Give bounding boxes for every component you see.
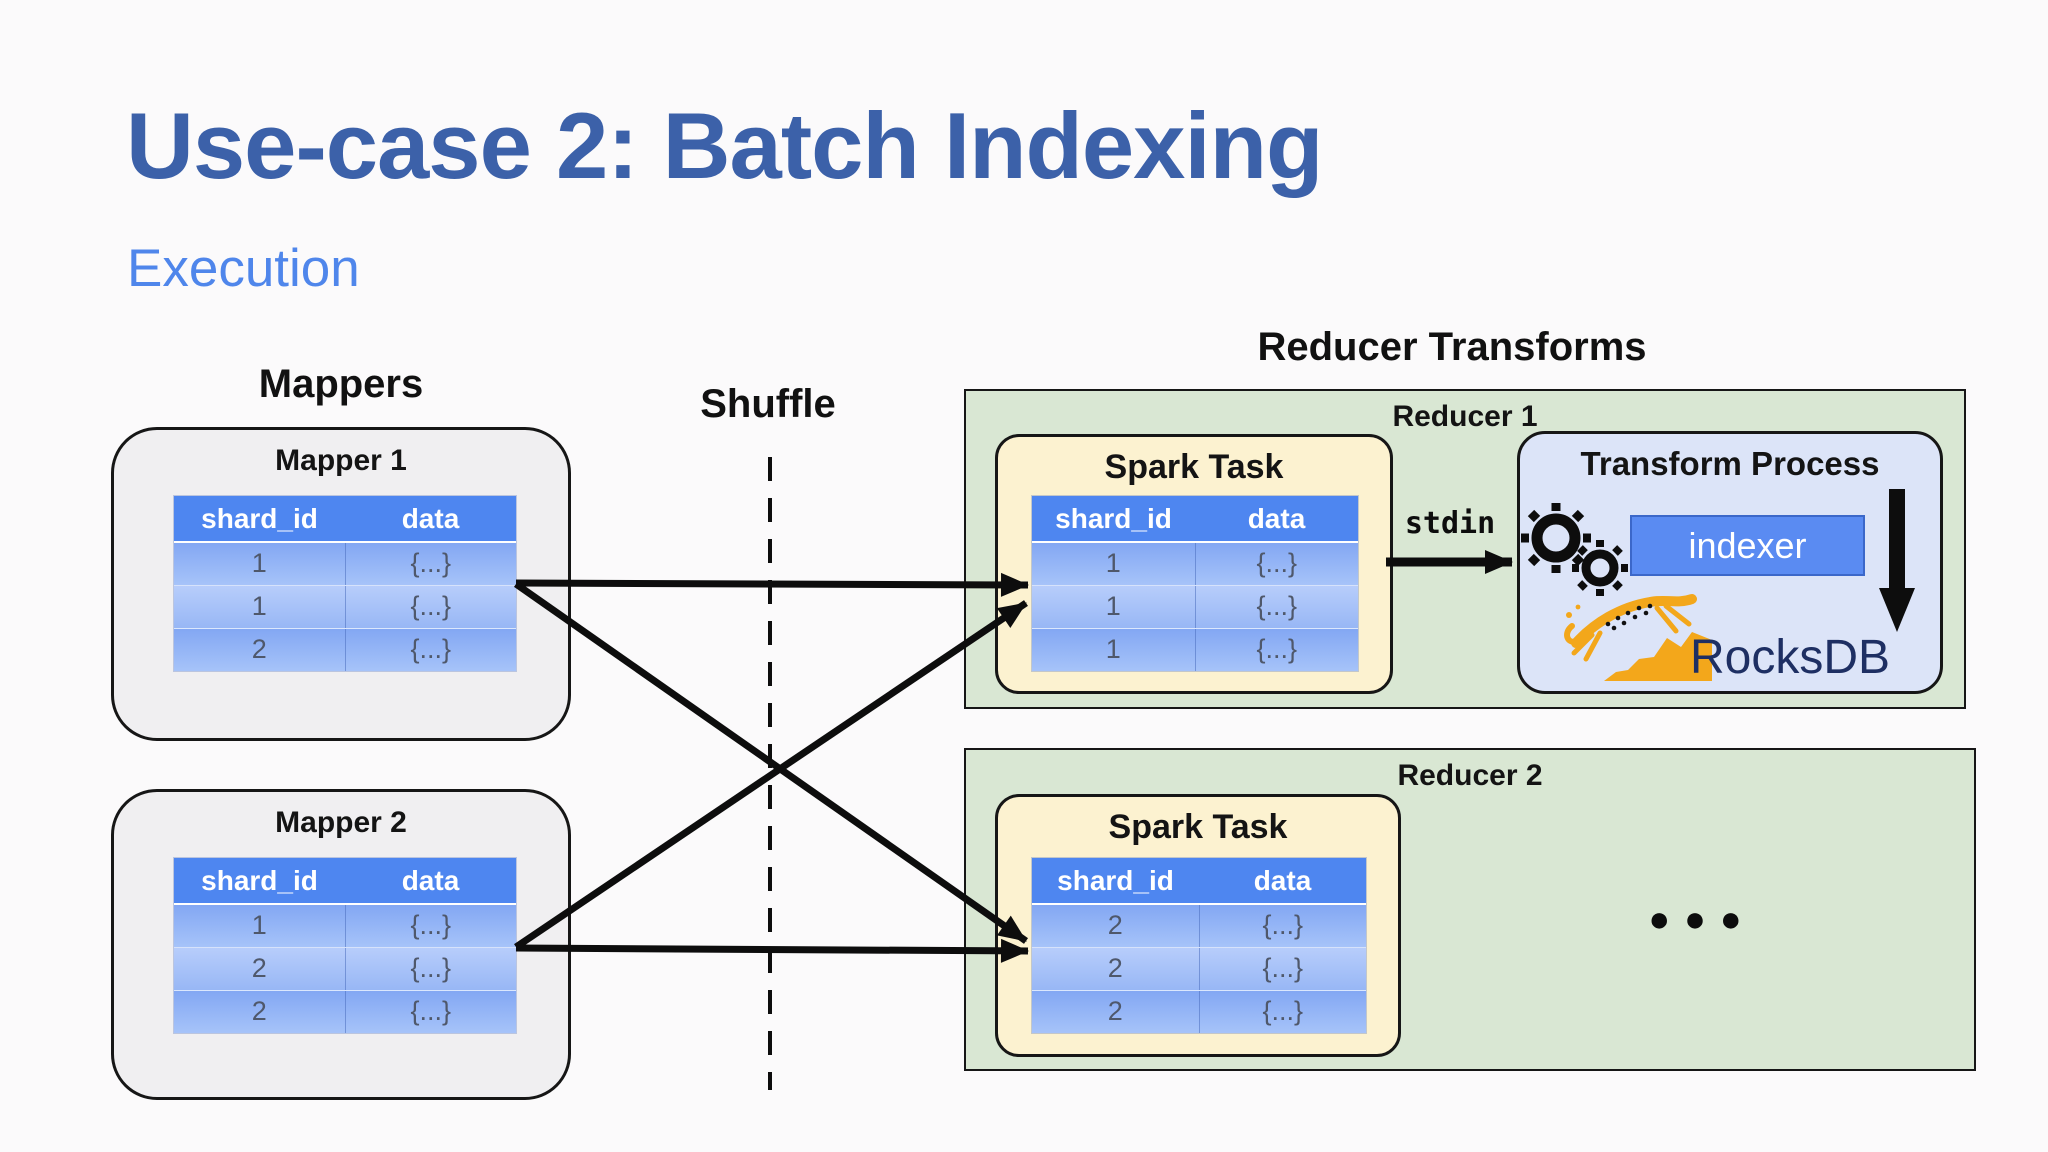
data-cell: {...} — [1256, 634, 1298, 664]
column-header-shard-id: shard_id — [201, 865, 318, 896]
shard-cell: 1 — [174, 905, 346, 947]
column-header-data: data — [1247, 503, 1306, 534]
data-cell: {...} — [410, 953, 452, 983]
shard-cell: 2 — [174, 629, 346, 671]
data-cell: {...} — [1262, 910, 1304, 940]
table-row: 2 {...} — [174, 628, 516, 671]
table-row: 1 {...} — [1032, 585, 1358, 628]
page-title: Use-case 2: Batch Indexing — [126, 93, 1323, 198]
column-header-data: data — [401, 503, 460, 534]
spark-task-title: Spark Task — [1104, 448, 1284, 486]
table-row: 2 {...} — [174, 990, 516, 1033]
column-header-data: data — [1253, 865, 1312, 896]
mapper2-table: shard_id data 1 {...} 2 {...} 2 {...} — [174, 858, 516, 1033]
table-row: 1 {...} — [1032, 628, 1358, 671]
data-cell: {...} — [1256, 548, 1298, 578]
data-cell: {...} — [1262, 996, 1304, 1026]
table-row: 2 {...} — [1032, 905, 1366, 947]
data-cell: {...} — [410, 910, 452, 940]
table-row: 1 {...} — [174, 585, 516, 628]
mapper1-table: shard_id data 1 {...} 1 {...} 2 {...} — [174, 496, 516, 671]
table-row: 2 {...} — [1032, 990, 1366, 1033]
table-row: 1 {...} — [174, 905, 516, 947]
reducer2-spark-table: shard_id data 2 {...} 2 {...} 2 {...} — [1032, 858, 1366, 1033]
shard-cell: 1 — [174, 586, 346, 628]
table-row: 2 {...} — [1032, 947, 1366, 990]
shard-cell: 2 — [1032, 991, 1200, 1033]
arrow-mapper1-to-reducer1 — [515, 572, 1029, 597]
data-cell: {...} — [410, 996, 452, 1026]
shard-cell: 1 — [1032, 629, 1196, 671]
mappers-section-label: Mappers — [258, 362, 424, 406]
shard-cell: 2 — [174, 991, 346, 1033]
column-header-shard-id: shard_id — [201, 503, 318, 534]
arrow-mapper2-to-reducer1 — [514, 600, 1028, 950]
reducer1-title: Reducer 1 — [1392, 400, 1538, 433]
data-cell: {...} — [1256, 591, 1298, 621]
data-cell: {...} — [410, 591, 452, 621]
shard-cell: 2 — [1032, 905, 1200, 947]
shard-cell: 2 — [1032, 948, 1200, 990]
shard-cell: 1 — [174, 543, 346, 585]
column-header-shard-id: shard_id — [1055, 503, 1172, 534]
reducer2-title: Reducer 2 — [1397, 759, 1543, 792]
reducer1-spark-table: shard_id data 1 {...} 1 {...} 1 {...} — [1032, 496, 1358, 671]
shard-cell: 1 — [1032, 543, 1196, 585]
stdin-label: stdin — [1404, 506, 1496, 541]
table-header-row: shard_id data — [1032, 496, 1358, 543]
arrow-mapper2-to-reducer2 — [515, 938, 1029, 963]
rocksdb-label: RocksDB — [1690, 631, 1891, 684]
mapper2-title: Mapper 2 — [275, 806, 407, 839]
rocksdb-logo-icon — [1564, 594, 1712, 681]
table-header-row: shard_id data — [174, 496, 516, 543]
more-reducers-ellipsis: ●●● — [1648, 898, 1756, 939]
column-header-data: data — [401, 865, 460, 896]
indexer-badge: indexer — [1630, 515, 1865, 576]
shard-cell: 2 — [174, 948, 346, 990]
gears-icon — [1521, 503, 1628, 596]
table-row: 1 {...} — [174, 543, 516, 585]
data-cell: {...} — [410, 548, 452, 578]
transform-process-title: Transform Process — [1580, 445, 1880, 482]
arrow-mapper1-to-reducer2 — [513, 581, 1029, 944]
table-header-row: shard_id data — [1032, 858, 1366, 905]
page-subtitle: Execution — [127, 239, 360, 298]
data-cell: {...} — [410, 634, 452, 664]
mapper1-title: Mapper 1 — [275, 444, 407, 477]
spark-task-title: Spark Task — [1108, 808, 1288, 846]
table-row: 2 {...} — [174, 947, 516, 990]
column-header-shard-id: shard_id — [1057, 865, 1174, 896]
shard-cell: 1 — [1032, 586, 1196, 628]
reducer-transforms-section-label: Reducer Transforms — [1257, 325, 1647, 369]
data-cell: {...} — [1262, 953, 1304, 983]
table-header-row: shard_id data — [174, 858, 516, 905]
shuffle-section-label: Shuffle — [700, 382, 836, 426]
table-row: 1 {...} — [1032, 543, 1358, 585]
